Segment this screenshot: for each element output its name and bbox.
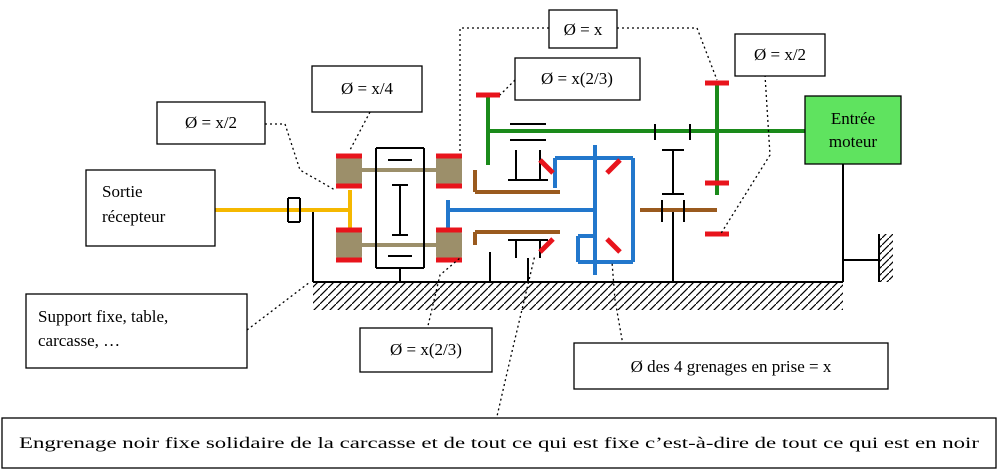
- output-line1: Sortie: [102, 182, 143, 201]
- input-shaft: [486, 83, 805, 195]
- frame-hatch: [313, 282, 843, 310]
- planet-carrier: [473, 170, 717, 245]
- gear-teeth: [476, 80, 729, 254]
- label-x23-bottom-text: Ø = x(2/3): [390, 340, 462, 359]
- label-x-top: Ø = x: [548, 9, 618, 49]
- engagements-box: Ø des 4 grenages en prise = x: [573, 342, 889, 390]
- output-box: Sortie récepteur: [85, 169, 216, 247]
- fixed-frame: [312, 164, 893, 310]
- black-components: [287, 123, 691, 269]
- label-x2-left: Ø = x/2: [156, 101, 266, 145]
- support-line1: Support fixe, table,: [38, 307, 168, 326]
- support-box: Support fixe, table, carcasse, …: [25, 293, 248, 369]
- planet-gear-3: [436, 156, 462, 186]
- output-shaft: [215, 190, 352, 235]
- label-x4-text: Ø = x/4: [341, 79, 394, 98]
- planet-gear-4: [436, 230, 462, 260]
- input-line2: moteur: [829, 132, 877, 151]
- label-x23-bottom: Ø = x(2/3): [359, 327, 493, 373]
- planet-links: [360, 168, 440, 247]
- input-line1: Entrée: [831, 109, 875, 128]
- label-x2-right-text: Ø = x/2: [754, 45, 806, 64]
- label-x4: Ø = x/4: [311, 65, 423, 113]
- blue-shaft: [446, 145, 635, 275]
- bottom-note-box: Engrenage noir fixe solidaire de la carc…: [1, 417, 997, 469]
- support-line2: carcasse, …: [38, 331, 120, 350]
- engagements-text: Ø des 4 grenages en prise = x: [631, 357, 832, 376]
- label-x2-right: Ø = x/2: [734, 33, 826, 77]
- bottom-note-text: Engrenage noir fixe solidaire de la carc…: [19, 435, 980, 452]
- label-x-top-text: Ø = x: [564, 20, 603, 39]
- planet-gear-1: [336, 156, 362, 186]
- output-line2: récepteur: [102, 207, 166, 226]
- planet-gears: [336, 153, 462, 263]
- motor-box: Entrée moteur: [804, 95, 902, 165]
- wall-hatch: [879, 234, 893, 282]
- label-x2-left-text: Ø = x/2: [185, 113, 237, 132]
- label-x23-top: Ø = x(2/3): [514, 57, 641, 101]
- label-x23-top-text: Ø = x(2/3): [541, 69, 613, 88]
- planet-gear-2: [336, 230, 362, 260]
